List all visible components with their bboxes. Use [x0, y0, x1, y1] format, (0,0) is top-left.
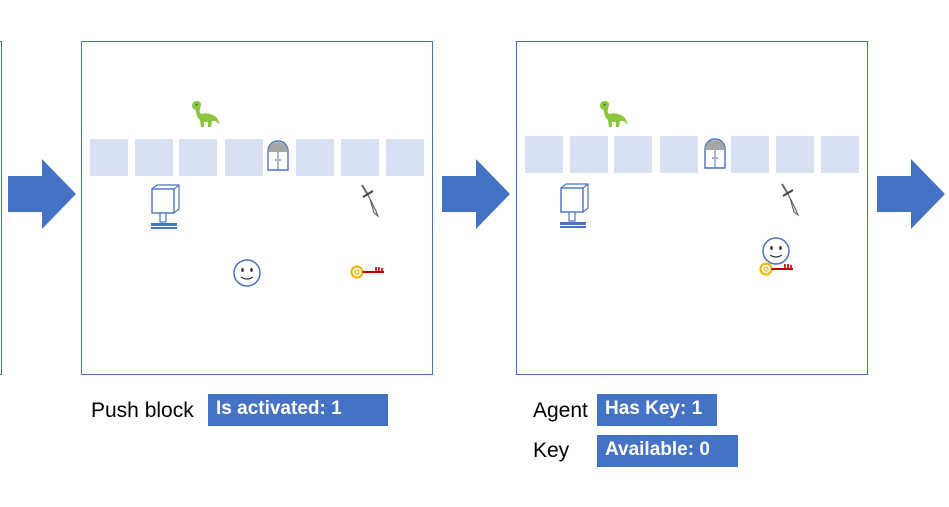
- right-arrow-icon: [8, 159, 76, 229]
- push-block-icon: [151, 184, 180, 229]
- wall-tile: [660, 136, 698, 173]
- wall-tile: [135, 139, 173, 176]
- agent-caption: Agent: [533, 399, 588, 422]
- right-arrow-icon: [442, 159, 510, 229]
- sword-icon: [781, 183, 800, 217]
- dino-icon: [600, 101, 628, 127]
- wall-tile: [570, 136, 608, 173]
- wall-tile: [614, 136, 652, 173]
- key-icon: [350, 265, 384, 279]
- key-caption: Key: [533, 439, 570, 462]
- has-key-badge: Has Key: 1: [597, 394, 717, 426]
- wall-tile: [341, 139, 379, 176]
- previous-panel-edge: [0, 41, 2, 375]
- wall-tile: [525, 136, 563, 173]
- wall-tile: [821, 136, 859, 173]
- key-icon: [759, 262, 793, 276]
- wall-tile: [225, 139, 263, 176]
- sword-icon: [361, 184, 380, 218]
- state-panel-1: [81, 41, 433, 375]
- available-badge: Available: 0: [597, 435, 738, 467]
- wall-tile: [296, 139, 334, 176]
- state-panel-2: [516, 41, 868, 375]
- wall-tile: [386, 139, 424, 176]
- push-block-icon: [560, 183, 589, 228]
- is-activated-badge: Is activated: 1: [208, 394, 388, 426]
- wall-tile: [90, 139, 128, 176]
- wall-tile: [179, 139, 217, 176]
- panel-1-caption: Push block: [91, 399, 194, 422]
- agent-face-icon: [233, 259, 261, 287]
- wall-tile: [731, 136, 769, 173]
- right-arrow-icon: [877, 159, 945, 229]
- agent-face-icon: [762, 237, 790, 265]
- wall-tile: [776, 136, 814, 173]
- door-icon: [704, 138, 726, 169]
- door-icon: [267, 140, 289, 171]
- dino-icon: [192, 101, 220, 127]
